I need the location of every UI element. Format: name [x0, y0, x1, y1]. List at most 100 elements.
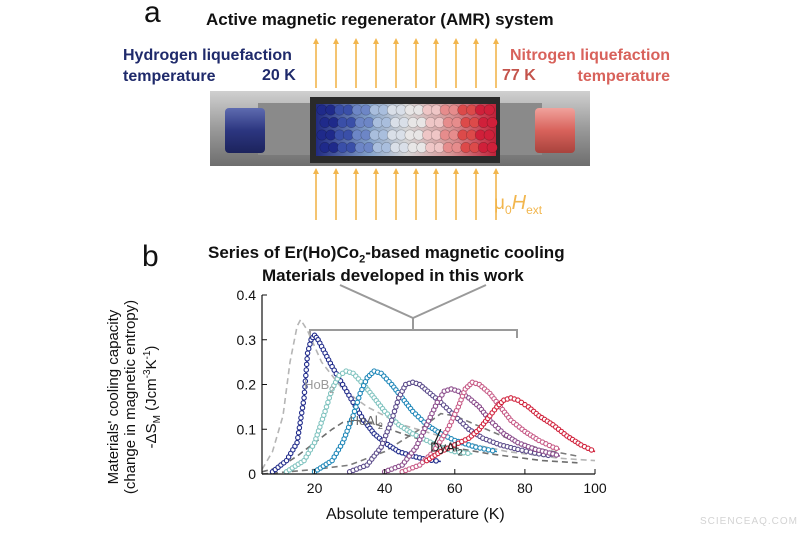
field-arrow	[493, 38, 499, 88]
amr-sphere-grid	[316, 104, 498, 154]
reference-series	[261, 317, 596, 475]
field-arrow	[473, 168, 479, 220]
field-arrow	[453, 38, 459, 88]
data-series	[269, 332, 596, 475]
x-tick-label: 20	[307, 480, 323, 496]
chart-ticks: 20 40 60 80 100 0 0.1 0.2 0.3 0.4	[237, 287, 607, 496]
y-tick-label: 0	[248, 466, 256, 482]
data-point	[355, 395, 362, 401]
data-point	[301, 395, 307, 401]
data-point	[354, 399, 361, 406]
bracket-fan	[339, 284, 487, 330]
data-point	[299, 405, 306, 411]
data-point	[489, 447, 496, 454]
regenerator-sphere	[486, 142, 498, 154]
field-arrow	[353, 38, 359, 88]
hydrogen-label-line2: temperature	[123, 68, 216, 85]
data-point	[304, 350, 311, 356]
hydrogen-label: Hydrogen liquefaction temperature	[123, 45, 292, 87]
data-point	[323, 404, 330, 410]
data-point	[393, 404, 399, 410]
y-tick-label: 0.3	[237, 332, 257, 348]
data-point	[434, 399, 441, 406]
materials-bracket	[309, 284, 518, 338]
data-point	[439, 392, 445, 398]
field-arrow	[373, 38, 379, 88]
data-point	[436, 395, 443, 402]
field-arrow	[433, 38, 439, 88]
data-point	[391, 408, 398, 415]
data-point	[304, 356, 310, 362]
nitrogen-label-line2: temperature	[577, 68, 670, 85]
data-point	[305, 345, 312, 352]
data-point	[295, 429, 302, 436]
field-arrow	[333, 38, 339, 88]
data-point	[388, 417, 395, 424]
hydrogen-label-line1: Hydrogen liquefaction	[123, 47, 292, 64]
field-arrow	[393, 168, 399, 220]
panel-b-title-line2: Materials developed in this work	[262, 266, 524, 285]
regenerator-sphere	[483, 129, 495, 141]
field-arrow	[393, 38, 399, 88]
field-sub-0: 0	[504, 202, 512, 217]
y-tick-label: 0.1	[237, 421, 257, 437]
dyal2-pointer	[433, 429, 442, 446]
data-point	[433, 458, 439, 464]
data-point	[325, 399, 331, 406]
nitrogen-temp: 77 K	[502, 67, 536, 84]
data-point	[326, 395, 333, 401]
field-arrow	[373, 168, 379, 220]
bracket-line	[309, 329, 518, 338]
field-arrow	[353, 168, 359, 220]
data-point	[307, 341, 313, 347]
field-arrow	[313, 38, 319, 88]
data-point	[465, 450, 471, 457]
data-point	[303, 361, 310, 368]
field-arrow	[433, 168, 439, 220]
x-tick-label: 100	[583, 480, 607, 496]
annotation-hoal2: HoAl2	[350, 413, 383, 431]
panel-b-title-sub: 2	[359, 253, 366, 266]
x-tick-label: 80	[517, 480, 533, 496]
panel-a-title: Active magnetic regenerator (AMR) system	[206, 10, 554, 29]
watermark: SCIENCEAQ.COM	[700, 516, 799, 527]
data-point	[322, 408, 328, 415]
data-point	[298, 410, 305, 416]
field-arrow	[453, 168, 459, 220]
field-arrow	[493, 168, 499, 220]
data-point	[302, 383, 308, 390]
reference-line-dyal2	[261, 412, 578, 475]
data-point	[294, 439, 300, 446]
data-point	[297, 420, 303, 426]
cold-magnet	[225, 108, 265, 153]
annotation-hob2: HoB2	[304, 377, 334, 395]
panel-b-title-post: -based magnetic cooling	[365, 243, 565, 262]
hot-magnet	[535, 108, 575, 153]
nitrogen-label-line1: Nitrogen liquefaction	[510, 47, 670, 64]
hydrogen-temp: 20 K	[262, 67, 296, 84]
data-point	[553, 452, 560, 458]
data-point	[553, 445, 560, 452]
y-tick-label: 0.4	[237, 287, 257, 303]
reference-line-hob2	[261, 317, 596, 470]
panel-b-title-pre: Series of Er(Ho)Co	[208, 243, 360, 262]
x-tick-label: 60	[447, 480, 463, 496]
data-point	[295, 434, 301, 441]
data-point	[301, 389, 308, 396]
x-tick-label: 40	[377, 480, 393, 496]
annotation-dyal2: DyAl2	[430, 440, 462, 458]
data-point	[394, 399, 401, 406]
regenerator-sphere	[486, 117, 498, 129]
field-label: μ0Hext	[494, 192, 542, 217]
amr-device-illustration	[210, 38, 590, 220]
field-sub-ext: ext	[526, 202, 543, 217]
data-point	[353, 404, 359, 410]
field-arrow	[333, 168, 339, 220]
regenerator-sphere	[483, 104, 495, 116]
series-4	[346, 379, 554, 475]
field-mu: μ	[494, 193, 505, 214]
data-point	[300, 400, 307, 406]
y-tick-label: 0.2	[237, 377, 257, 393]
